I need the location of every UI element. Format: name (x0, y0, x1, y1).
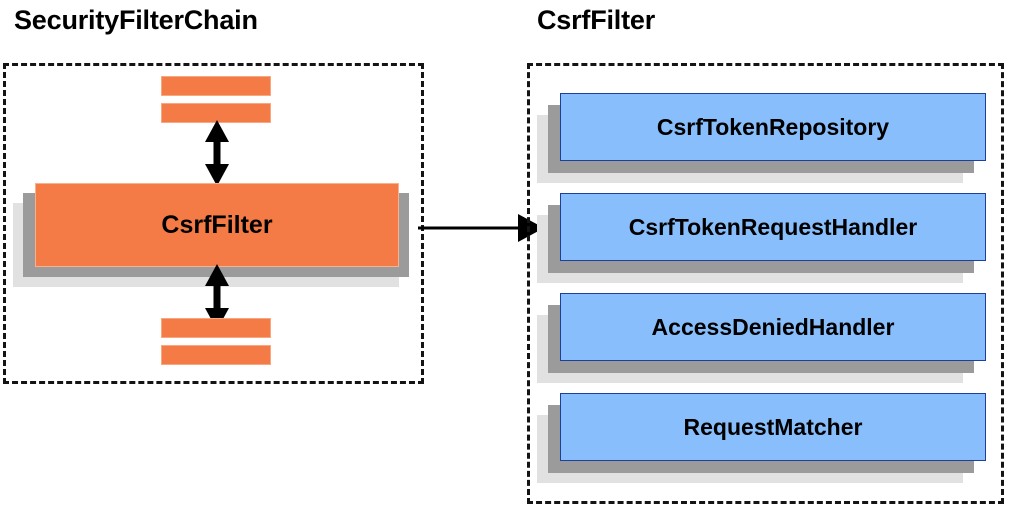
collaborator-box-label: CsrfTokenRepository (560, 93, 986, 161)
filter-bar-above-1 (161, 76, 271, 96)
collaborator-box-label: CsrfTokenRequestHandler (560, 193, 986, 261)
filter-bar-below-1 (161, 318, 271, 338)
page-title-csrf-filter: CsrfFilter (537, 5, 656, 35)
collaborator-box-csrf-token-request-handler: CsrfTokenRequestHandler (537, 193, 997, 285)
csrf-filter-box-label: CsrfFilter (35, 183, 399, 267)
page-title-security-filter-chain: SecurityFilterChain (14, 5, 258, 35)
csrf-filter-box: CsrfFilter (13, 183, 421, 287)
bidirectional-arrow-icon-above (205, 120, 229, 186)
collaborator-box-request-matcher: RequestMatcher (537, 393, 997, 485)
connector-arrow-icon (418, 214, 544, 242)
collaborator-box-label: AccessDeniedHandler (560, 293, 986, 361)
collaborator-box-label: RequestMatcher (560, 393, 986, 461)
collaborator-box-access-denied-handler: AccessDeniedHandler (537, 293, 997, 385)
filter-bar-below-2 (161, 345, 271, 365)
collaborator-box-csrf-token-repository: CsrfTokenRepository (537, 93, 997, 185)
panel-security-filter-chain (3, 63, 424, 384)
panel-csrf-filter-collaborators (527, 63, 1004, 504)
